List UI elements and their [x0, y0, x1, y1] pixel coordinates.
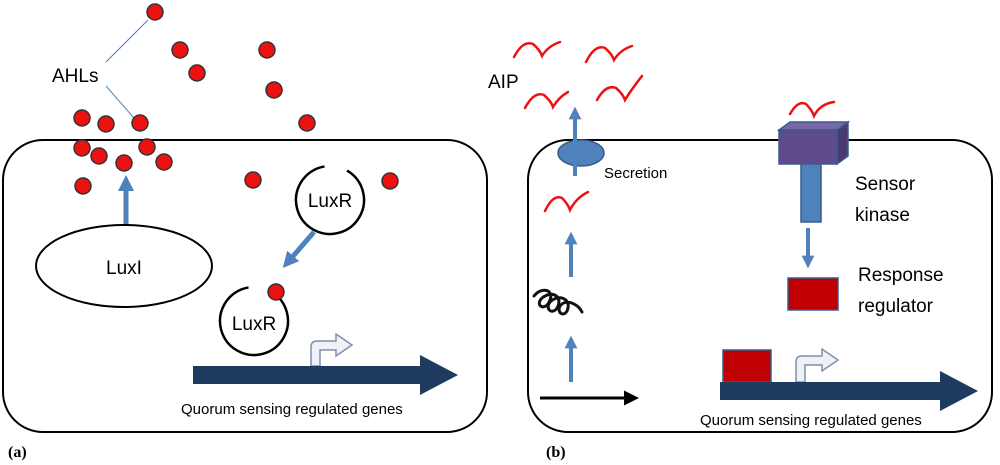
sensor-kinase-stalk [800, 159, 822, 223]
gene-arrow-b [720, 371, 978, 411]
sensor-kinase-box [776, 120, 851, 166]
cell-a [2, 139, 488, 433]
aip-peptide [523, 90, 570, 110]
gene-arrow-a [193, 355, 458, 395]
ahl-molecule [73, 139, 91, 157]
aip-peptide [512, 40, 562, 59]
aip-peptide [595, 74, 644, 103]
aip-label: AIP [488, 72, 519, 93]
aip-peptide-inside [543, 190, 590, 214]
ahl-molecule [146, 3, 164, 21]
luxr-bound-label: LuxR [232, 314, 276, 335]
panel-b: AIP Secretion Sensor kinase [488, 40, 993, 461]
ahl-molecule [131, 114, 149, 132]
panel-label-a: (a) [8, 444, 27, 461]
response-label-line2: regulator [858, 296, 934, 317]
response-regulator [787, 277, 839, 311]
ahl-molecule [298, 114, 316, 132]
secretion-label: Secretion [604, 165, 667, 182]
ahl-molecule [381, 172, 399, 190]
ahl-molecule [138, 138, 156, 156]
sensor-label-line2: kinase [855, 205, 910, 226]
genes-label-b: Quorum sensing regulated genes [700, 412, 922, 429]
ahl-molecule [90, 147, 108, 165]
ahl-molecule [115, 154, 133, 172]
cell-b [527, 139, 993, 433]
luxr-binding-arrow [282, 230, 316, 269]
ahl-molecules [73, 3, 399, 195]
luxr-free-label: LuxR [308, 191, 352, 212]
ahl-leader-line-2 [105, 85, 135, 119]
regulator-on-promoter [722, 349, 772, 383]
ahl-molecule [258, 41, 276, 59]
ahl-molecule [74, 177, 92, 195]
genes-label-a: Quorum sensing regulated genes [181, 401, 403, 418]
precursor-peptide [532, 288, 584, 316]
panel-label-b: (b) [546, 444, 566, 461]
promoter-arrow-b [795, 347, 840, 383]
panel-a: AHLs LuxI LuxR [2, 3, 488, 461]
ahl-leader-line-1 [105, 19, 149, 63]
secretion-channel [557, 139, 605, 167]
aip-peptide [788, 100, 836, 120]
ahl-molecule [244, 171, 262, 189]
ahl-molecule [97, 115, 115, 133]
sensor-label-line1: Sensor [855, 174, 916, 195]
ahl-molecule [188, 64, 206, 82]
ahl-bound-molecule [267, 283, 285, 301]
ahl-molecule [155, 153, 173, 171]
luxi-enzyme [35, 224, 213, 308]
ahl-molecule [265, 81, 283, 99]
aip-peptide [584, 44, 634, 64]
ahl-label: AHLs [52, 66, 98, 87]
aip-peptides [512, 40, 836, 120]
response-label-line1: Response [858, 265, 944, 286]
luxr-free-receptor [294, 164, 366, 236]
luxi-label: LuxI [106, 258, 142, 279]
promoter-arrow-a [310, 332, 354, 367]
ahl-molecule [73, 109, 91, 127]
ahl-molecule [171, 41, 189, 59]
